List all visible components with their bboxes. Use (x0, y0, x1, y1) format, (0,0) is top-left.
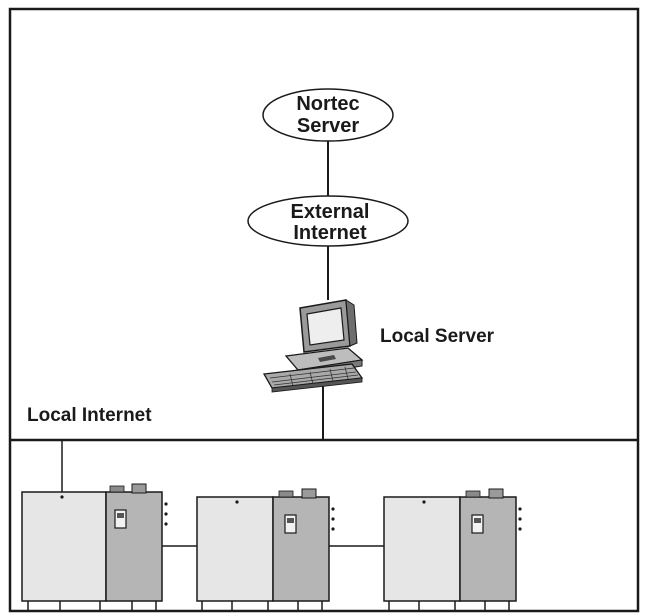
external-internet-node: External Internet (247, 195, 409, 247)
local-server-label: Local Server (380, 326, 495, 347)
nortec-server-label-line2: Server (297, 115, 359, 137)
local-internet-label: Local Internet (27, 405, 152, 426)
local-server-computer-icon (262, 299, 364, 393)
humidifier-unit-2 (196, 488, 335, 611)
external-internet-label-line1: External (291, 201, 370, 223)
humidifier-unit-1 (21, 483, 168, 611)
nortec-server-label-line1: Nortec (296, 93, 359, 115)
humidifier-unit-3 (383, 488, 522, 611)
nortec-server-node: Nortec Server (262, 88, 394, 142)
diagram-frame (8, 7, 640, 613)
external-internet-label-line2: Internet (293, 222, 367, 244)
